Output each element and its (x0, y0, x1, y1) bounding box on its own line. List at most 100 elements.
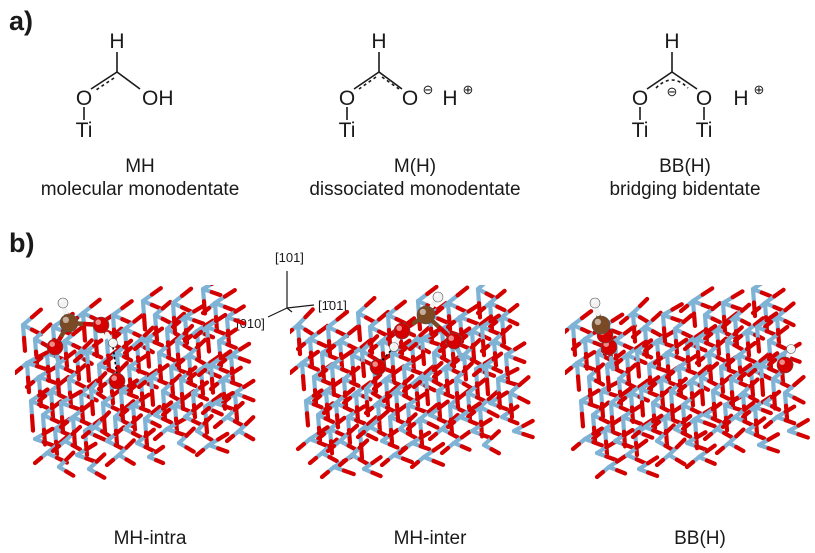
ti-o-bond (20, 322, 27, 340)
ti-o-bond (342, 405, 356, 414)
ti-o-bond (772, 287, 786, 299)
ti-o-bond (411, 353, 425, 364)
ti-o-bond (616, 395, 628, 406)
ti-o-bond (474, 376, 489, 388)
ti-o-bond (436, 316, 449, 325)
ti-o-bond (400, 456, 414, 465)
ti-o-bond (182, 343, 195, 353)
oxygen-atom-highlight (779, 359, 785, 365)
ti-o-bond (71, 342, 84, 352)
ti-o-bond (150, 404, 162, 416)
ti-o-bond (583, 364, 597, 372)
ti-o-bond (710, 316, 723, 325)
ti-o-bond (104, 457, 116, 468)
ti-o-bond (184, 445, 196, 454)
oxygen-atom-highlight (372, 361, 378, 367)
ti-o-bond (704, 458, 717, 466)
ti-o-bond (590, 431, 602, 442)
ti-o-bond (762, 319, 774, 330)
ti-o-bond (233, 318, 246, 326)
ti-o-bond (702, 420, 717, 429)
hydrogen-atom (108, 338, 118, 348)
oxygen-atom (445, 332, 463, 350)
ti-o-bond (405, 402, 412, 422)
ti-o-bond (489, 447, 502, 456)
ti-o-bond (168, 364, 175, 384)
ti-o-bond (341, 468, 356, 477)
ti-o-bond (479, 432, 493, 441)
ti-o-bond (788, 356, 802, 364)
ti-o-bond (486, 389, 500, 402)
ti-o-bond (96, 371, 108, 384)
ti-o-bond (311, 374, 318, 393)
ti-o-bond (499, 343, 513, 352)
ti-o-bond (660, 312, 667, 331)
ti-o-bond (376, 309, 391, 322)
ti-o-bond (466, 303, 480, 314)
ti-o-bond (591, 440, 604, 448)
ti-o-bond (341, 376, 348, 395)
ti-o-bond (156, 350, 163, 369)
structure-mh-intra (15, 285, 256, 480)
ti-o-bond (149, 388, 156, 407)
ti-o-bond (346, 423, 360, 436)
ti-o-bond (496, 390, 510, 400)
ti-o-bond (370, 470, 383, 479)
ti-o-bond (317, 367, 329, 378)
ti-o-bond (431, 441, 446, 453)
ti-o-bond (75, 381, 88, 390)
ti-o-bond (445, 319, 457, 330)
ti-o-bond (469, 357, 482, 367)
oxygen-atom-highlight (396, 325, 402, 331)
h-atom-top: H (109, 30, 124, 53)
ti-o-bond (521, 431, 535, 440)
ti-o-bond (394, 299, 407, 311)
ti-o-bond (668, 388, 675, 408)
ti-o-bond (142, 416, 149, 435)
ti-o-bond (495, 376, 502, 396)
ti-o-bond (367, 324, 374, 343)
ti-o-bond (225, 327, 239, 338)
scheme-m-h: H O O ⊖ H ⊕ Ti (325, 22, 495, 142)
ti-o-bond (170, 319, 182, 330)
ti-o-bond (766, 432, 781, 442)
ti-o-bond (484, 291, 498, 301)
ti-o-bond (40, 322, 53, 334)
ti-o-bond (748, 377, 760, 389)
ti-o-bond (186, 380, 198, 388)
ti-o-bond (796, 432, 810, 440)
oxygen-atom (393, 322, 411, 340)
ti-o-bond (479, 343, 491, 354)
ti-o-bond (242, 394, 256, 403)
ti-o-bond (697, 364, 711, 376)
ti-o-bond (68, 404, 83, 412)
ti-o-bond (149, 286, 163, 297)
ti-o-bond (610, 328, 625, 337)
panel-label-b: b) (9, 228, 35, 258)
structure-bb-h (565, 285, 810, 480)
ti-o-bond (49, 416, 64, 426)
ti-o-bond (349, 365, 361, 376)
ti-o-bond (736, 371, 748, 382)
ti-o-bond (149, 302, 163, 311)
ti-o-bond (21, 335, 28, 353)
ti-o-bond (570, 441, 582, 452)
proton-h: H (442, 87, 457, 110)
ti-o-bond (505, 379, 520, 388)
oxygen-atom-highlight (111, 375, 117, 381)
ti-o-bond (676, 383, 688, 394)
ti-o-bond (759, 290, 773, 299)
h-atom-top: H (371, 30, 386, 53)
ti-o-bond (349, 352, 356, 371)
ti-o-bond (449, 357, 461, 368)
ti-o-bond (327, 454, 339, 464)
ti-o-bond (641, 432, 655, 440)
ti-o-bond (367, 334, 380, 346)
o-atom-left: O (339, 87, 355, 110)
ti-o-bond (433, 305, 445, 316)
ti-o-bond (691, 311, 698, 328)
h-atom-top: H (664, 30, 679, 53)
ti-o-bond (192, 318, 206, 326)
ti-o-bond (55, 377, 62, 397)
ti-o-bond (196, 367, 208, 378)
